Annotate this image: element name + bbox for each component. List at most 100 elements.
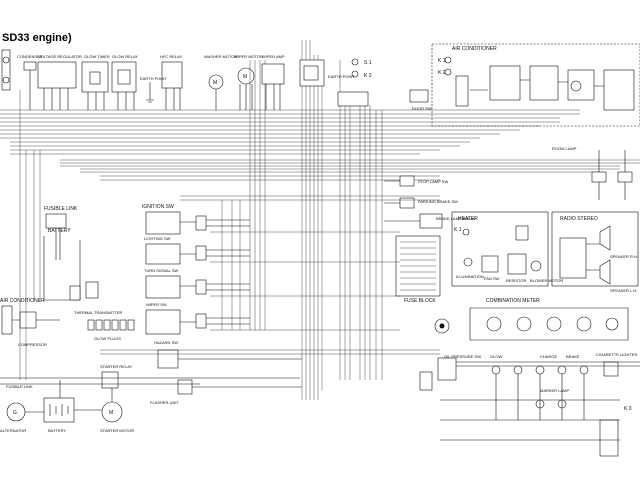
connector-k2-label-2: K 2 (438, 70, 446, 76)
hazard-sw-label: HAZARD SW (154, 340, 178, 345)
svg-text:G: G (13, 410, 17, 416)
ignition-sw-label: IGNITION SW (142, 204, 174, 210)
blower-motor (530, 260, 542, 272)
room-lamp-label: ROOM LAMP (552, 146, 577, 151)
cigarette-lighter (603, 361, 619, 377)
cigarette-lighter-label: CIGARETTE LIGHTER (596, 352, 637, 357)
heater-k1-label: K 1 (454, 227, 462, 233)
starter-motor-label: STARTER MOTOR (100, 428, 134, 433)
speaker-rh-label: SPEAKER R.H. (610, 254, 638, 259)
lighting-sw-label: LIGHTING SW (144, 236, 171, 241)
lower-fuse (437, 357, 457, 381)
hfc-relay-label: HFC RELAY (160, 54, 182, 59)
flasher-unit (177, 379, 193, 395)
hazard-sw (157, 349, 179, 369)
washer-motor-label: WASHER MOTOR (204, 54, 237, 59)
flasher-unit-label: FLASHER UNIT (150, 400, 179, 405)
compressor (19, 311, 37, 329)
compressor-label: COMPRESSOR (18, 342, 47, 347)
resistor-label: RESISTOR (506, 278, 526, 283)
wiper-sw (145, 309, 181, 335)
connector-defogger (337, 91, 369, 107)
vertical-bus (221, 40, 383, 400)
turn-signal-sw (145, 275, 181, 299)
radio-unit (559, 237, 587, 279)
illumination-label: ILLUMINATION (456, 274, 484, 279)
oil-pressure-label: OIL PRESSURE SW (444, 354, 481, 359)
connector-k1-label: K 1 (438, 58, 446, 64)
marker-lamp-label: MARKER LAMP (540, 388, 569, 393)
fusible-link-lower-label: FUSIBLE LINK (6, 384, 33, 389)
micro-sw (489, 65, 521, 101)
radio-stereo-box (551, 211, 639, 287)
ignition-sw (145, 211, 181, 235)
combination-meter (469, 307, 629, 341)
voltage-regulator-label: VOLTAGE REGULATOR (38, 54, 82, 59)
fusible-link-label: FUSIBLE LINK (44, 206, 78, 212)
speaker-lh (599, 259, 611, 285)
stop-lamp-sw-label: STOP LAMP SW (418, 179, 448, 184)
meter-connector (434, 318, 450, 334)
wiper-amp (261, 63, 285, 85)
heater-label: HEATER (458, 216, 478, 222)
wiper-sw-label: WIPER SW (146, 302, 167, 307)
turn-signal-sw-label: TURN SIGNAL SW (144, 268, 179, 273)
door-sw-label: DOOR SW (412, 106, 432, 111)
glow-label: GLOW (490, 354, 502, 359)
illumination-lamp (463, 257, 473, 267)
svg-text:M: M (109, 410, 113, 416)
battery (43, 397, 75, 423)
lower-harness (100, 195, 440, 355)
blower-motor-label: BLOWER MOTOR (530, 278, 563, 283)
left-edge-connector (1, 49, 11, 91)
lighting-sw (145, 243, 181, 265)
condenser (23, 61, 37, 71)
switch-connectors (180, 215, 250, 329)
charge-label: CHARGE (540, 354, 557, 359)
speaker-rh (599, 225, 611, 251)
brake-label: BRAKE (566, 354, 580, 359)
connector-k3-label: K 3 (624, 406, 632, 412)
earth-point-label-2: EARTH POINT (328, 74, 355, 79)
parking-brake-sw (399, 197, 415, 209)
radio-stereo-label: RADIO STEREO (560, 216, 598, 222)
thermo-sw (529, 65, 559, 101)
air-conditioner-label: AIR CONDITIONER (452, 46, 497, 52)
glow-timer-label: GLOW TIMER (84, 54, 110, 59)
wiper-motor-label: WIPER MOTOR (234, 54, 263, 59)
starter-relay-label: STARTER RELAY (100, 364, 133, 369)
thermal-transmitter-label: THERMAL TRANSMITTER (74, 310, 123, 315)
connector-s1-label: S 1 (364, 60, 372, 66)
hfc-relay (161, 61, 183, 89)
glow-relay-label: GLOW RELAY (112, 54, 138, 59)
battery-label-lower: BATTERY (48, 428, 66, 433)
fuse-block-label: FUSE BLOCK (404, 298, 436, 304)
heater-box (451, 211, 549, 287)
diagram-title: SD33 engine) (2, 32, 72, 44)
battery-label: BATTERY (48, 228, 71, 234)
svg-text:M: M (243, 74, 247, 80)
connector-k2-label: K 2 (364, 73, 372, 79)
thermal-transmitter (69, 285, 81, 301)
door-sw (409, 89, 429, 103)
svg-text:M: M (213, 80, 217, 86)
fan-sw (481, 255, 499, 273)
ac-motor-sw (603, 69, 635, 111)
wiper-amp-label: WIPER AMP (262, 54, 285, 59)
parking-brake-sw-label: PARKING BRAKE SW (418, 199, 458, 204)
glow-plugs-label: GLOW PLUGS (94, 336, 121, 341)
main-harness-upper (0, 109, 580, 155)
battery-top (45, 213, 67, 229)
alternator-label: ALTERNATOR (0, 428, 26, 433)
stop-lamp-sw (399, 175, 415, 187)
resistor (507, 253, 527, 275)
voltage-regulator (37, 61, 77, 89)
air-conditioner-box (431, 43, 640, 127)
combination-meter-label: COMBINATION METER (486, 298, 540, 304)
condenser-label: CONDENSER (17, 54, 43, 59)
brake-lamp-relay-label: BRAKE LAMP RELAY (436, 216, 476, 221)
air-conditioner-left-label: AIR CONDITIONER (0, 298, 45, 304)
starter-relay (101, 371, 119, 389)
indicator-lamps (491, 365, 589, 420)
